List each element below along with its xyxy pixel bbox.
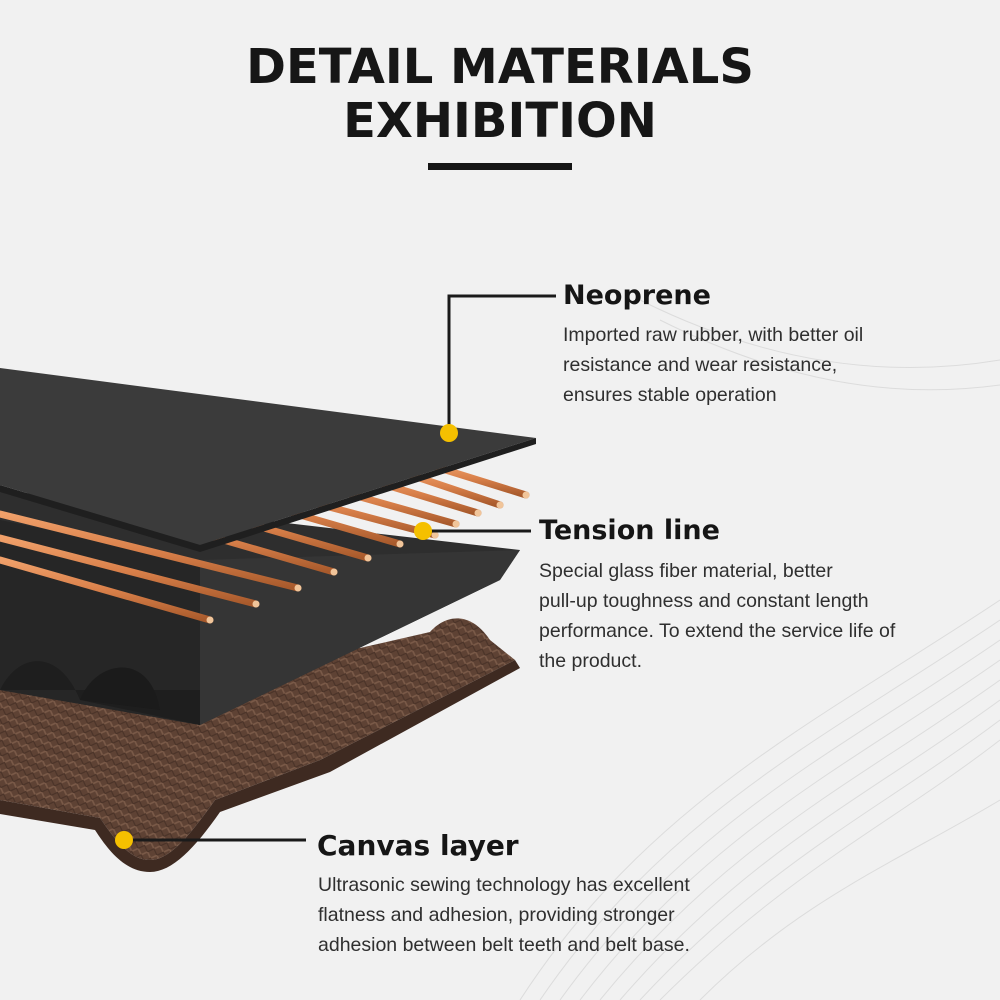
canvas-description: Ultrasonic sewing technology has excelle…	[318, 870, 690, 960]
tension-desc-line: pull-up toughness and constant length	[539, 590, 869, 612]
tension-marker-dot	[414, 522, 432, 540]
neoprene-title: Neoprene	[563, 280, 711, 311]
tension-title: Tension line	[539, 515, 720, 546]
neoprene-desc-line: resistance and wear resistance,	[563, 354, 838, 376]
canvas-desc-line: Ultrasonic sewing technology has excelle…	[318, 874, 690, 896]
canvas-title: Canvas layer	[317, 829, 519, 862]
canvas-marker-dot	[115, 831, 133, 849]
neoprene-description: Imported raw rubber, with better oil res…	[563, 320, 863, 410]
title-line-2: EXHIBITION	[343, 93, 657, 149]
neoprene-desc-line: ensures stable operation	[563, 384, 777, 406]
neoprene-marker-dot	[440, 424, 458, 442]
page-title: DETAIL MATERIALS EXHIBITION	[0, 40, 1000, 148]
canvas-desc-line: adhesion between belt teeth and belt bas…	[318, 934, 690, 956]
tension-description: Special glass fiber material, better pul…	[539, 556, 895, 676]
tension-desc-line: Special glass fiber material, better	[539, 560, 833, 582]
tension-desc-line: performance. To extend the service life …	[539, 620, 896, 642]
title-line-1: DETAIL MATERIALS	[246, 39, 754, 95]
neoprene-desc-line: Imported raw rubber, with better oil	[563, 324, 864, 346]
title-underline	[428, 163, 572, 170]
canvas-desc-line: flatness and adhesion, providing stronge…	[318, 904, 675, 926]
neoprene-sheet	[0, 368, 536, 552]
neoprene-leader-line	[447, 294, 556, 433]
tension-desc-line: the product.	[539, 650, 642, 672]
